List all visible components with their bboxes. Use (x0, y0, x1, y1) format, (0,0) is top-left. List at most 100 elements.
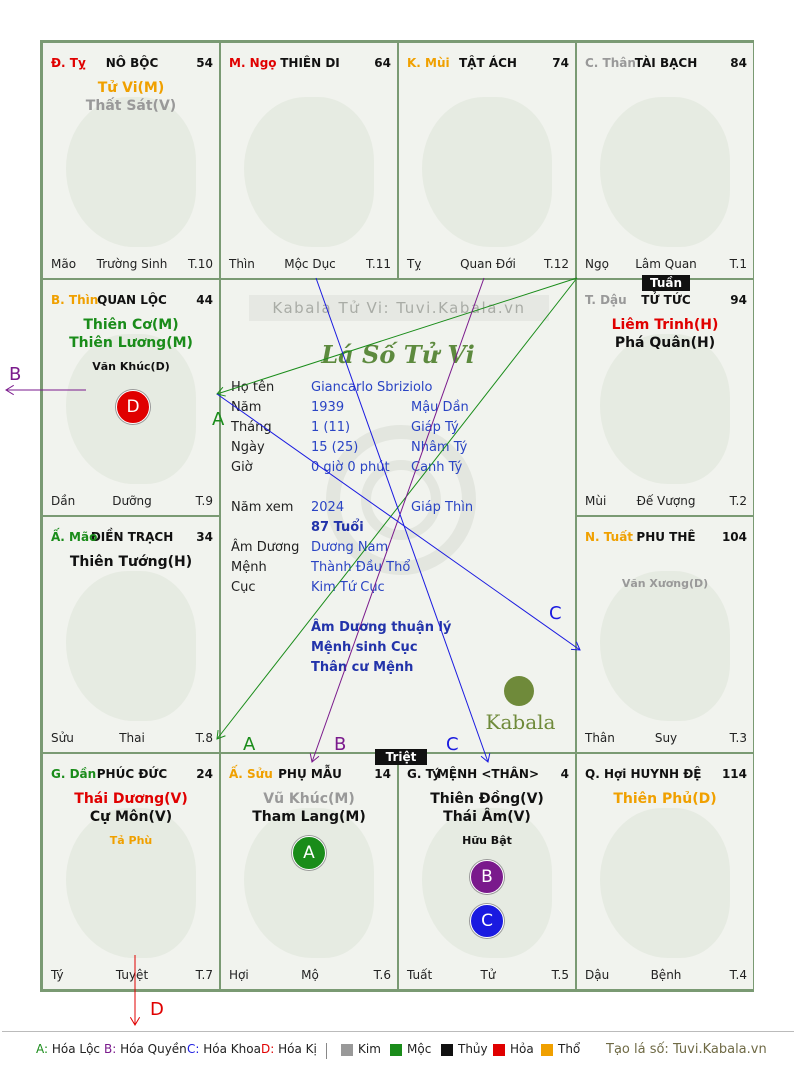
minor-branch: Tý (51, 968, 64, 982)
hoa-marker-b: B (470, 860, 504, 894)
thuy-swatch (441, 1044, 453, 1056)
month-label: T.5 (551, 968, 569, 982)
star-list: Thiên Đồng(V)Thái Âm(V)Hữu Bật (399, 790, 575, 847)
life-stage: Mộ (301, 968, 319, 982)
minor-branch: Mùi (585, 494, 607, 508)
note-text: Mệnh sinh Cục (311, 640, 418, 655)
note-text: Âm Dương thuận lý (311, 620, 452, 635)
main-star: Thất Sát(V) (85, 98, 177, 114)
main-star: Thiên Cơ(M) (83, 317, 179, 333)
main-star: Vũ Khúc(M) (263, 791, 355, 807)
month-label: T.11 (366, 257, 391, 271)
life-stage: Bệnh (650, 968, 682, 982)
palace-number: 34 (196, 530, 213, 544)
legend-text: Hóa Quyền (120, 1042, 187, 1056)
minor-branch: Tuất (407, 968, 433, 982)
legend-letter: B: (104, 1042, 117, 1056)
earthly-branch: G. Dần (51, 767, 97, 781)
month-label: T.1 (729, 257, 747, 271)
month-label: T.3 (729, 731, 747, 745)
hoa-quyen-arrow-head (5, 384, 14, 396)
tho-swatch (541, 1044, 553, 1056)
month-label: T.12 (544, 257, 569, 271)
kim-swatch (341, 1044, 353, 1056)
kabala-logo-icon (504, 676, 534, 706)
minor-star: Văn Khúc(D) (92, 360, 170, 373)
earthly-branch: M. Ngọ (229, 56, 277, 70)
info-row: Họ tên Giancarlo Sbriziolo (231, 380, 561, 398)
credit-link[interactable]: Tạo lá số: Tuvi.Kabala.vn (606, 1042, 767, 1057)
info-row: 87 Tuổi (231, 520, 561, 538)
legend-letter: A: (36, 1042, 49, 1056)
main-star: Thái Âm(V) (443, 809, 531, 825)
minor-branch: Tỵ (407, 257, 422, 271)
info-value: Thành Đầu Thổ (311, 560, 411, 575)
zodiac-animal-watermark (66, 571, 196, 722)
zodiac-animal-watermark (600, 571, 730, 722)
month-label: T.7 (195, 968, 213, 982)
earthly-branch: K. Mùi (407, 56, 450, 70)
palace-number: 84 (730, 56, 747, 70)
info-canchi: Giáp Tý (411, 420, 459, 435)
legend-text: Hóa Lộc (51, 1042, 101, 1056)
palace-name: QUAN LỘC (97, 293, 167, 307)
month-label: T.9 (195, 494, 213, 508)
legend-text: Hóa Kị (278, 1042, 317, 1056)
legend-hoa-loc: A: Hóa Lộc (36, 1042, 100, 1056)
legend-letter: D: (261, 1042, 275, 1056)
minor-branch: Thân (585, 731, 615, 745)
minor-star: Hữu Bật (462, 834, 512, 847)
info-value: Giancarlo Sbriziolo (311, 380, 433, 395)
palace-name: TỬ TỨC (641, 293, 691, 307)
info-label: Họ tên (231, 380, 275, 395)
info-label: Năm (231, 400, 262, 415)
legend-hoa-ki: D: Hóa Kị (261, 1042, 317, 1056)
info-label: Âm Dương (231, 540, 300, 555)
palace-footer: Quan Đới Tỵ T.12 (407, 257, 569, 272)
zodiac-animal-watermark (66, 808, 196, 959)
earthly-branch: B. Thìn (51, 293, 99, 307)
info-label: Mệnh (231, 560, 267, 575)
palace-number: 114 (721, 767, 747, 781)
hoa-ki-arrow-head (129, 1017, 141, 1026)
legend-hoa: Hỏa (510, 1042, 534, 1056)
earthly-branch: Q. Hợi (585, 767, 627, 781)
month-label: T.8 (195, 731, 213, 745)
info-value: 1939 (311, 400, 345, 415)
star-list: Tử Vi(M)Thất Sát(V) (43, 79, 219, 115)
info-value: 0 giờ 0 phút (311, 460, 390, 475)
star-list: Vũ Khúc(M)Tham Lang(M) (221, 790, 397, 826)
month-label: T.6 (373, 968, 391, 982)
palace-name: PHÚC ĐỨC (96, 767, 168, 781)
info-label: Cục (231, 580, 256, 595)
life-stage: Mộc Dục (284, 257, 336, 271)
palace-name: PHU THÊ (636, 530, 696, 544)
hoa-marker-c: C (470, 904, 504, 938)
life-stage: Quan Đới (460, 257, 516, 271)
